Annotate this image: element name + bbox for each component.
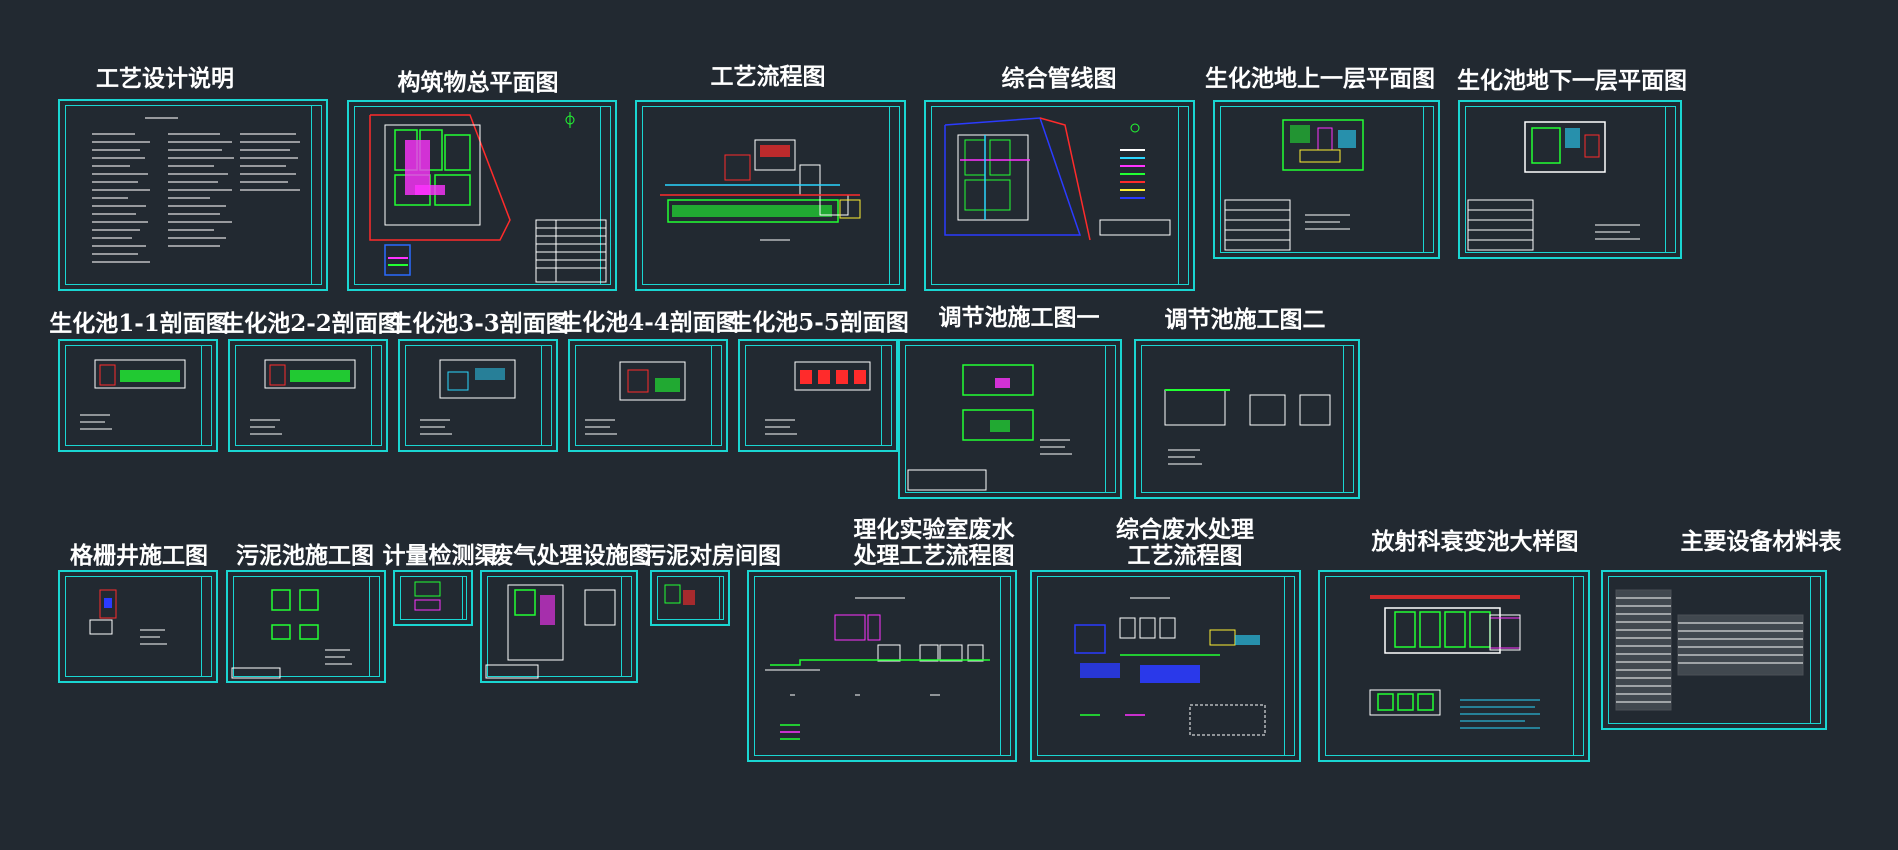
drawing-sheet-bio-ground-floor[interactable] [1213,100,1440,259]
sheet-title-exhaust-gas: 废气处理设施图 [490,542,652,569]
drawing-sheet-process-notes[interactable] [58,99,328,291]
sheet-title-combined-wastewater-line1: 综合废水处理 [1116,516,1254,543]
sheet-title-site-plan: 构筑物总平面图 [397,69,559,96]
sheet-title-bio-section-2: 生化池2-2剖面图 [221,310,401,337]
row3-small-drawings [89,581,695,679]
sheet-title-bio-section-5: 生化池5-5剖面图 [729,309,909,336]
drawing-sheet-tank-construction-2[interactable] [1134,339,1360,499]
drawing-sheet-bio-section-5[interactable] [738,339,898,452]
sheet-title-bio-basement: 生化池地下一层平面图 [1457,67,1687,94]
sheet-title-grille-well: 格栅井施工图 [70,542,208,569]
tank-construction-drawings [907,364,1331,491]
sheet-title-tank-construction-1: 调节池施工图一 [938,304,1100,331]
site-plan-drawing [369,112,607,283]
drawing-sheet-bio-section-2[interactable] [228,339,388,452]
drawing-sheet-bio-section-1[interactable] [58,339,218,452]
decay-tank-drawing [1369,595,1540,729]
sheet-title-sludge-room: 污泥对房间图 [643,542,781,569]
sheet-title-equipment-table: 主要设备材料表 [1680,528,1842,555]
sheet-title-sludge-tank: 污泥池施工图 [236,542,374,569]
sheet-title-process-notes: 工艺设计说明 [96,65,234,92]
sheet-title-bio-section-3: 生化池3-3剖面图 [389,310,569,337]
sheet-title-process-flow: 工艺流程图 [710,63,826,90]
sheet-title-decay-tank: 放射科衰变池大样图 [1371,528,1579,555]
sheet-title-combined-wastewater: 综合废水处理 工艺流程图 [1116,517,1254,569]
drawing-sheet-lab-wastewater[interactable] [747,570,1017,762]
process-flow-drawing [660,139,861,241]
drawing-sheet-bio-section-4[interactable] [568,339,728,452]
sheet-title-tank-construction-2: 调节池施工图二 [1164,306,1326,333]
drawing-sheet-bio-basement[interactable] [1458,100,1682,259]
sheet-title-lab-wastewater-line1: 理化实验室废水 [853,516,1015,543]
bio-floor-plan-drawings [1224,119,1640,251]
bio-section-drawings [80,359,871,435]
sheet-title-metering-channel: 计量检测渠 [382,542,498,569]
sheet-title-bio-ground-floor: 生化池地上一层平面图 [1205,65,1435,92]
drawing-sheet-pipeline[interactable] [924,100,1195,291]
notes-text-lines [92,117,300,263]
wastewater-flow-drawings [765,597,1266,740]
sheet-title-combined-wastewater-line2: 工艺流程图 [1127,542,1243,569]
sheet-title-bio-section-4: 生化池4-4剖面图 [559,309,739,336]
drawing-sheet-metering-channel[interactable] [393,570,473,626]
sheet-title-lab-wastewater-line2: 处理工艺流程图 [853,542,1015,569]
drawing-sheet-site-plan[interactable] [347,100,617,291]
equipment-table-drawing [1615,589,1804,711]
drawing-sheet-sludge-tank[interactable] [226,570,386,683]
sheet-title-bio-section-1: 生化池1-1剖面图 [49,310,229,337]
pipeline-drawing [944,117,1171,241]
drawing-sheet-exhaust-gas[interactable] [480,570,638,683]
drawing-sheet-equipment-table[interactable] [1601,570,1827,730]
sheet-title-lab-wastewater: 理化实验室废水 处理工艺流程图 [854,517,1015,569]
drawing-sheet-bio-section-3[interactable] [398,339,558,452]
sheet-title-pipeline: 综合管线图 [1001,65,1117,92]
drawing-sheet-decay-tank[interactable] [1318,570,1590,762]
drawing-sheet-grille-well[interactable] [58,570,218,683]
